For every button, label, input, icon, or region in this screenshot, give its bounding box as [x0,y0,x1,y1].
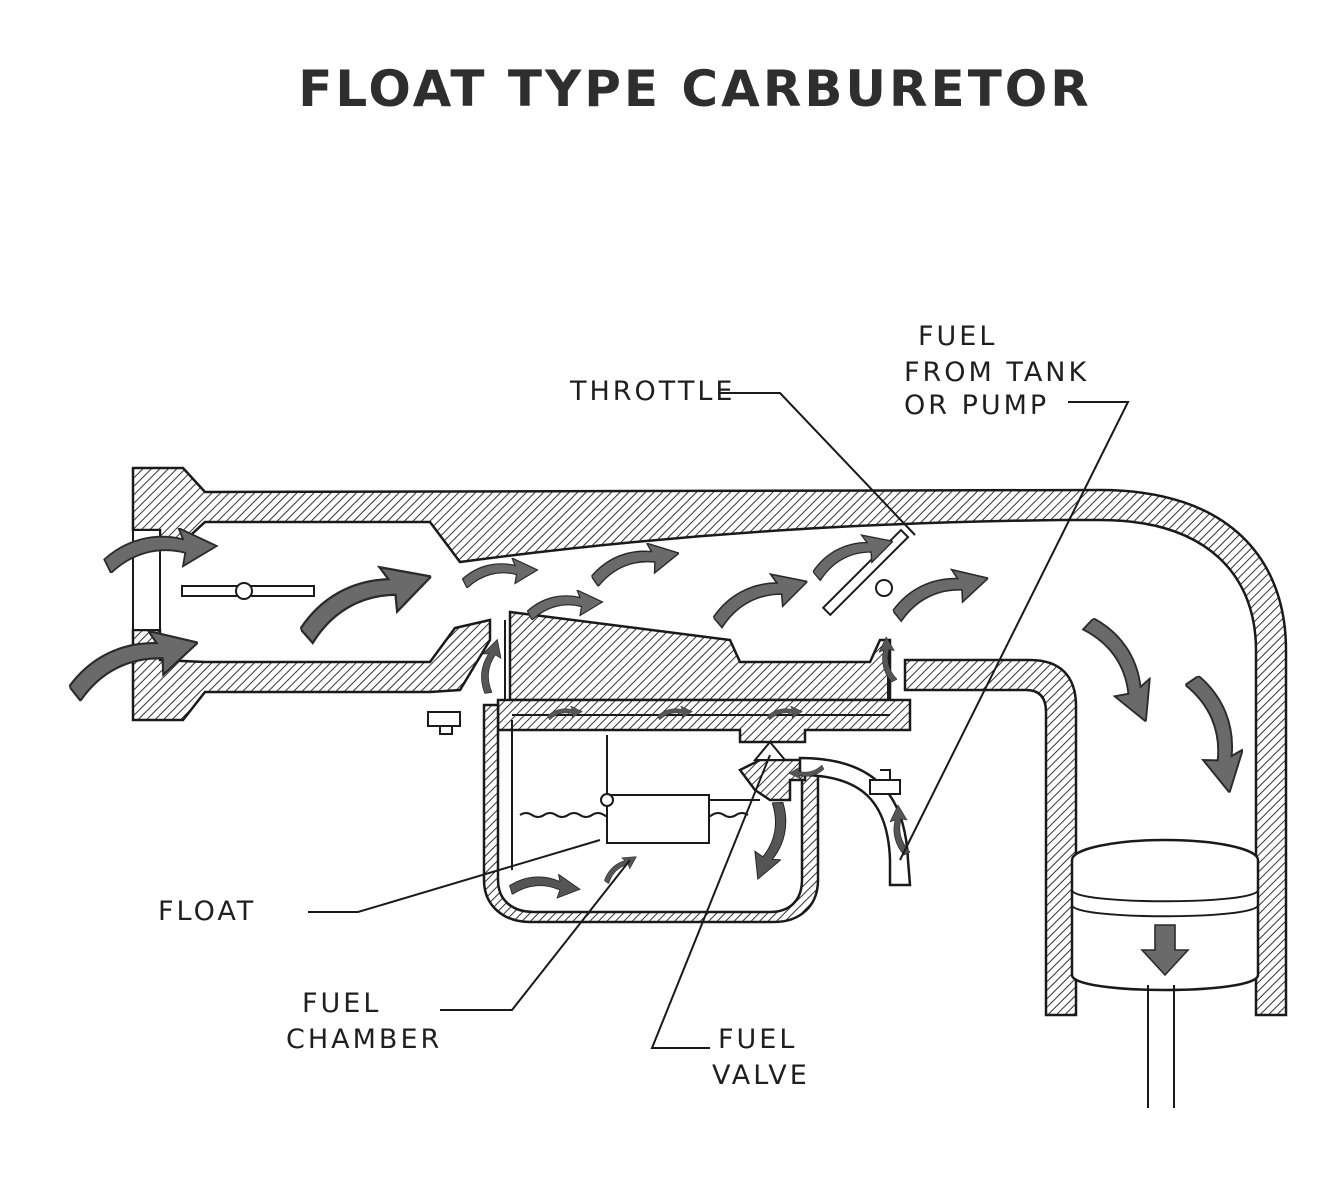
float-pivot [600,793,614,807]
diagram-title: FLOAT TYPE CARBURETOR [298,60,1092,118]
air-arrow-9 [886,561,994,624]
float-label: FLOAT [158,896,256,927]
air-arrow-3 [289,553,441,647]
upper-intake-wall [131,466,1288,1017]
fuel-valve-label-line2: VALVE [712,1060,810,1091]
fuel-arrow-1 [507,865,583,907]
throttle-label: THROTTLE [569,376,735,407]
fuel-valve-body [738,758,807,802]
idle-adjust-screw-right [869,769,901,795]
fuel-chamber-leader [440,859,631,1011]
fuel-from-tank-label-line3: OR PUMP [904,390,1049,421]
fuel-arrow-3 [739,797,804,885]
fuel-from-tank-leader [899,401,1130,861]
throttle-pivot [875,579,893,597]
choke-pivot [235,582,253,600]
air-arrow-4 [461,558,539,588]
manifold-bend-wall [903,658,1078,1017]
fuel-arrow-2 [598,851,642,885]
fuel-chamber-label-line2: CHAMBER [286,1024,442,1055]
fuel-from-tank-label-line1: FUEL [918,321,997,352]
idle-adjust-screw-left [427,711,461,735]
fuel-from-tank-label-line2: FROM TANK [904,357,1089,388]
float-body [606,794,710,844]
float-leader [308,839,601,913]
air-arrow-11 [1184,671,1249,797]
piston-down-arrow [1140,924,1190,977]
air-arrow-7 [705,565,814,630]
fuel-passage-housing [496,698,912,744]
air-arrow-10 [1079,606,1165,732]
fuel-valve-needle [752,740,788,761]
throttle-plate [821,528,910,617]
throttle-leader [718,392,916,536]
fuel-valve-label-line1: FUEL [718,1024,797,1055]
fuel-chamber-label-line1: FUEL [302,988,381,1019]
fuel-valve-leader [650,754,771,1049]
venturi-block [508,610,892,702]
